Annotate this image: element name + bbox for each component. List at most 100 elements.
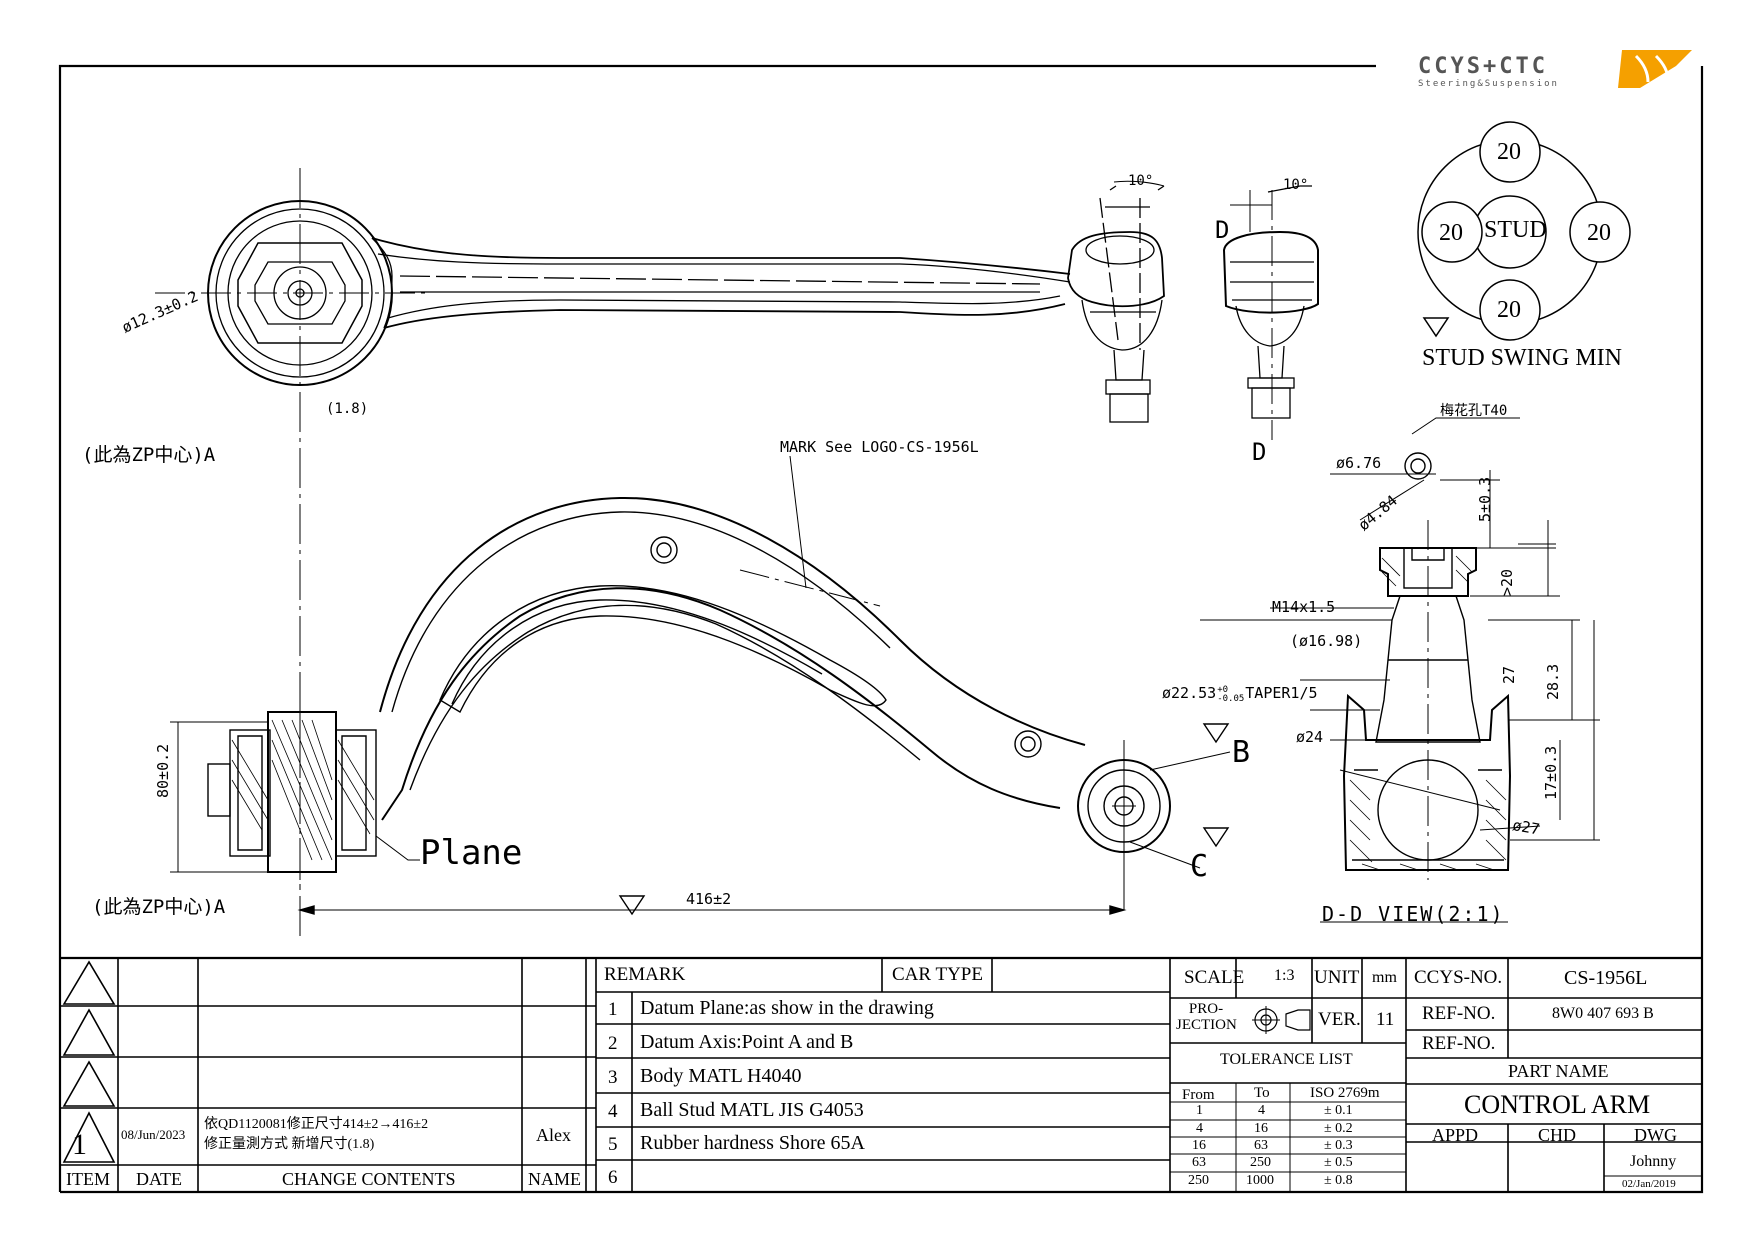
header-name: NAME <box>528 1169 581 1189</box>
ref-no-label: REF-NO. <box>1422 1003 1496 1024</box>
dim-h283: 28.3 <box>1544 663 1562 700</box>
chd-label: CHD <box>1538 1125 1577 1145</box>
remark-text-3: Body MATL H4040 <box>640 1065 802 1087</box>
change-date-1: 08/Jun/2023 <box>121 1127 186 1142</box>
remark-text-2: Datum Axis:Point A and B <box>640 1031 854 1053</box>
part-name-value: CONTROL ARM <box>1464 1090 1651 1119</box>
ccys-no-label: CCYS-NO. <box>1414 967 1503 988</box>
ball-joint-side <box>1222 185 1319 440</box>
appd-label: APPD <box>1432 1125 1479 1145</box>
ver-label: VER. <box>1318 1009 1361 1030</box>
ref-no-value: 8W0 407 693 B <box>1552 1005 1654 1022</box>
remark-no-5: 5 <box>608 1134 618 1155</box>
title-block-grid <box>60 956 1702 1192</box>
dwg-label: DWG <box>1634 1125 1677 1145</box>
datum-b: B <box>1232 735 1251 770</box>
tol-val-5: ± 0.8 <box>1324 1173 1353 1188</box>
tol-to-4: 250 <box>1250 1155 1271 1170</box>
ccys-no-value: CS-1956L <box>1564 967 1648 989</box>
dim-height: 80±0.2 <box>154 743 172 798</box>
dim-offset: (1.8) <box>326 401 369 417</box>
dim-d27: ø27 <box>1511 816 1542 839</box>
logo-wordmark: CCYS+CTC <box>1418 54 1548 79</box>
tol-from-5: 250 <box>1188 1173 1209 1188</box>
tol-from-1: 1 <box>1196 1103 1203 1118</box>
tol-to-1: 4 <box>1258 1103 1265 1118</box>
unit-value: mm <box>1372 969 1397 986</box>
tol-header-to: To <box>1254 1085 1270 1101</box>
top-view <box>155 168 1165 940</box>
section-mark-d-bottom: D <box>1252 438 1267 466</box>
tol-from-2: 4 <box>1196 1121 1203 1136</box>
ref-no2-label: REF-NO. <box>1422 1033 1496 1054</box>
part-name-label: PART NAME <box>1508 1061 1609 1081</box>
swing-angle-right: 20 <box>1587 220 1611 246</box>
tol-to-3: 63 <box>1254 1138 1268 1153</box>
dim-d1698: (ø16.98) <box>1290 632 1363 650</box>
scale-label: SCALE <box>1184 967 1245 988</box>
change-content-1a: 依QD1120081修正尺寸414±2→416±2 <box>204 1117 429 1132</box>
remark-no-2: 2 <box>608 1033 618 1054</box>
dim-thread: M14x1.5 <box>1272 598 1336 616</box>
tol-val-1: ± 0.1 <box>1324 1103 1353 1118</box>
remark-no-3: 3 <box>608 1067 618 1088</box>
car-type-label: CAR TYPE <box>892 964 983 985</box>
tol-from-3: 16 <box>1192 1138 1206 1153</box>
logo-mark <box>1618 50 1692 88</box>
dim-d676: ø6.76 <box>1336 454 1382 472</box>
dim-angle-top2: 10° <box>1283 177 1309 193</box>
tol-from-4: 63 <box>1192 1155 1206 1170</box>
header-item: ITEM <box>66 1169 110 1189</box>
section-mark-d-top: D <box>1215 216 1230 244</box>
ver-value: 11 <box>1376 1009 1395 1030</box>
dim-h5: 5±0.3 <box>1476 476 1494 522</box>
dim-taper: ø22.53+0-0.05TAPER1/5 <box>1162 684 1318 704</box>
dim-length: 416±2 <box>686 890 732 908</box>
remark-text-1: Datum Plane:as show in the drawing <box>640 997 934 1019</box>
change-item-1: 1 <box>72 1128 87 1161</box>
tol-to-5: 1000 <box>1246 1173 1274 1188</box>
mark-note: MARK See LOGO-CS-1956L <box>780 438 979 456</box>
torx-note: 梅花孔T40 <box>1440 403 1508 419</box>
tol-header-iso: ISO 2769m <box>1310 1085 1380 1101</box>
datum-c: C <box>1190 849 1209 884</box>
zp-center-note-top: (此為ZP中心)A <box>82 444 216 466</box>
tol-header-from: From <box>1182 1087 1215 1103</box>
stud-swing-diagram <box>1417 121 1631 341</box>
scale-value: 1:3 <box>1274 967 1295 984</box>
remark-text-5: Rubber hardness Shore 65A <box>640 1132 865 1154</box>
dim-d24: ø24 <box>1296 728 1324 746</box>
dwg-date: 02/Jan/2019 <box>1622 1178 1676 1190</box>
frame-border <box>58 64 1376 1192</box>
remark-label: REMARK <box>604 964 686 985</box>
swing-angle-bottom: 20 <box>1497 297 1521 323</box>
tol-val-4: ± 0.5 <box>1324 1155 1353 1170</box>
dwg-name: Johnny <box>1630 1153 1677 1170</box>
change-content-1b: 修正量測方式 新增尺寸(1.8) <box>204 1137 375 1152</box>
remark-no-1: 1 <box>608 999 618 1020</box>
remark-no-6: 6 <box>608 1167 618 1188</box>
plane-label: Plane <box>420 833 523 873</box>
swing-angle-left: 20 <box>1439 220 1463 246</box>
side-view <box>170 455 1231 916</box>
unit-label: UNIT <box>1314 967 1360 988</box>
tol-val-2: ± 0.2 <box>1324 1121 1353 1136</box>
header-date: DATE <box>136 1169 182 1189</box>
tolerance-title: TOLERANCE LIST <box>1220 1051 1353 1068</box>
tol-to-2: 16 <box>1254 1121 1268 1136</box>
swing-angle-top: 20 <box>1497 139 1521 165</box>
zp-center-note-bottom: (此為ZP中心)A <box>92 896 226 918</box>
logo-tagline: Steering&Suspension <box>1418 79 1559 89</box>
section-view-title: D-D VIEW(2:1) <box>1322 902 1505 926</box>
change-name-1: Alex <box>536 1125 571 1145</box>
header-change-contents: CHANGE CONTENTS <box>282 1169 456 1189</box>
remark-no-4: 4 <box>608 1101 618 1122</box>
tol-val-3: ± 0.3 <box>1324 1138 1353 1153</box>
dim-h27: 27 <box>1500 665 1518 684</box>
projection-label: PRO-JECTION <box>1176 1001 1237 1033</box>
swing-center-label: STUD <box>1484 217 1547 243</box>
section-dd <box>1200 417 1600 923</box>
dim-angle-top: 10° <box>1128 173 1154 189</box>
